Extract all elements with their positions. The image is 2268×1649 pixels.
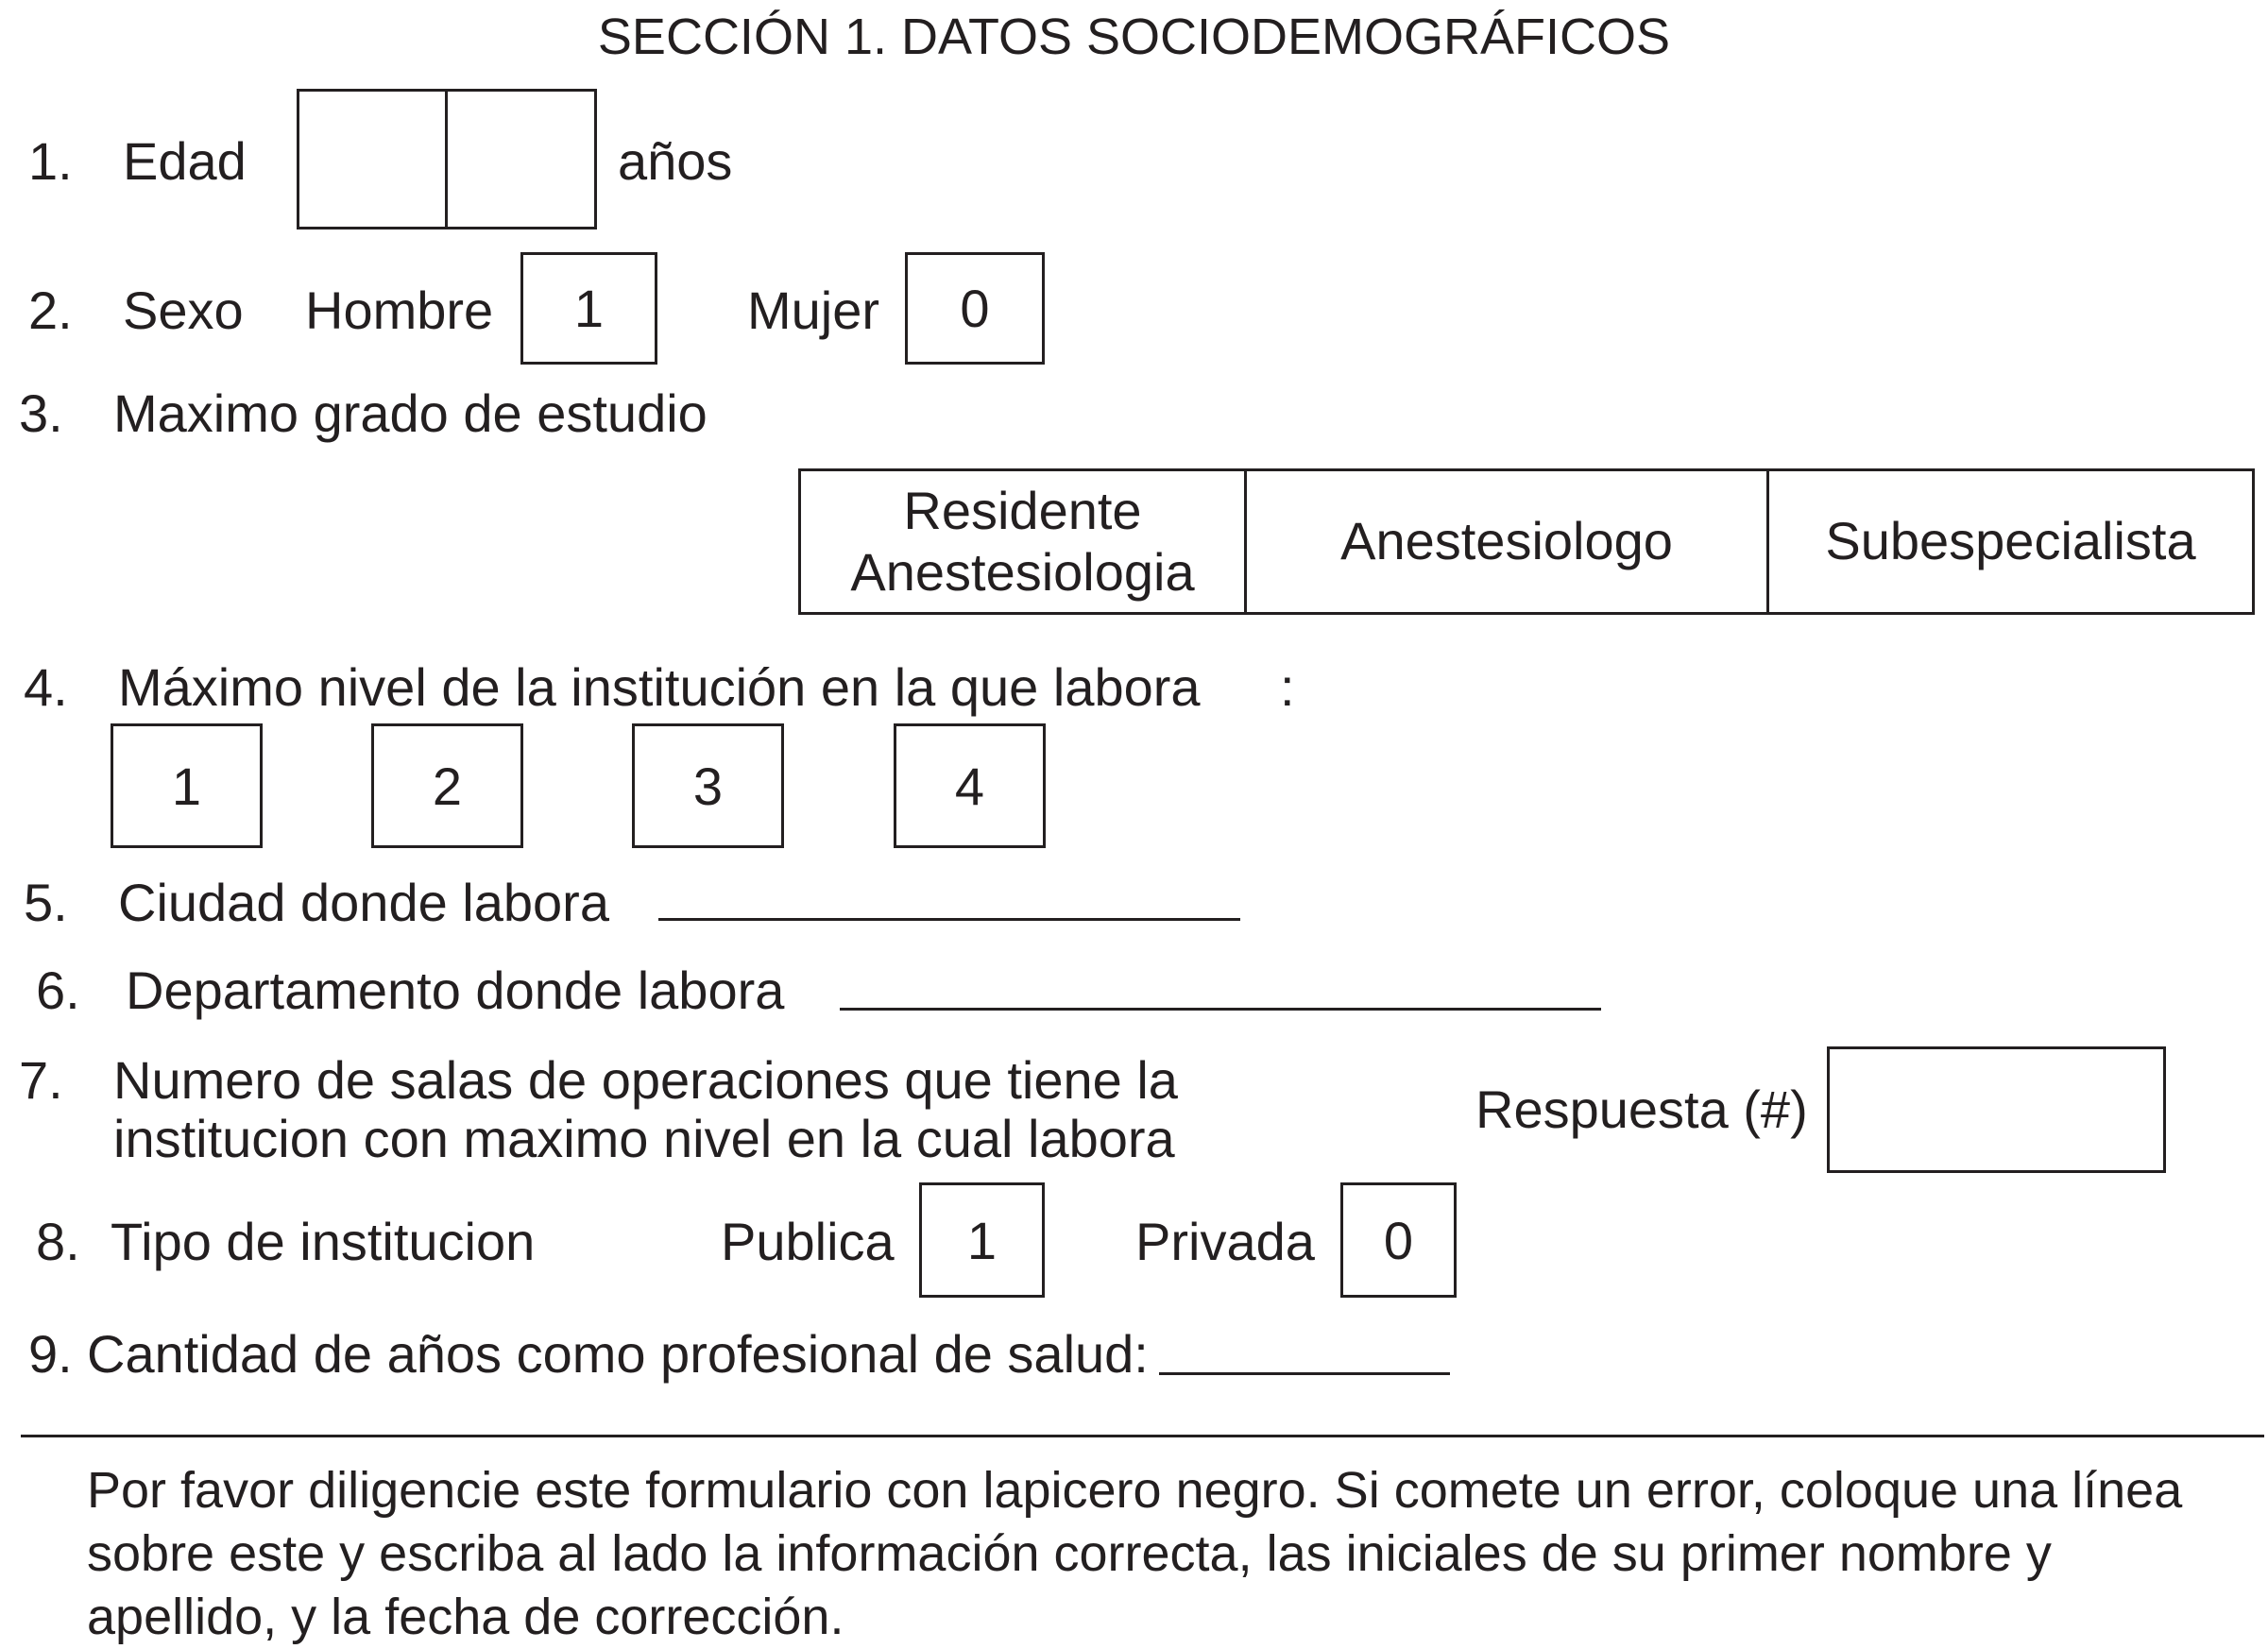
q4-label: Máximo nivel de la institución en la que…	[118, 657, 1201, 717]
department-input-line[interactable]	[840, 1008, 1601, 1011]
q2-male-label: Hombre	[305, 280, 494, 340]
q3-number: 3.	[19, 383, 63, 443]
level-3-label: 3	[692, 756, 724, 816]
q4-number: 4.	[24, 657, 68, 717]
level-2-label: 2	[432, 756, 463, 816]
age-digit-1-box[interactable]	[297, 89, 448, 230]
private-option-box[interactable]: 0	[1340, 1182, 1457, 1298]
female-code: 0	[960, 279, 990, 338]
public-option-box[interactable]: 1	[919, 1182, 1045, 1298]
level-1-label: 1	[171, 756, 202, 816]
q5-number: 5.	[24, 873, 68, 932]
resident-line-2: Anestesiologia	[850, 541, 1195, 602]
q7-number: 7.	[19, 1050, 63, 1110]
q9-label: Cantidad de años como profesional de sal…	[87, 1324, 1149, 1384]
q8-label: Tipo de institucion	[111, 1212, 536, 1271]
private-code: 0	[1383, 1210, 1414, 1270]
q2-label: Sexo	[123, 280, 244, 340]
male-option-box[interactable]: 1	[520, 252, 657, 365]
q8-public-label: Publica	[721, 1212, 895, 1271]
public-code: 1	[966, 1210, 998, 1270]
q6-label: Departamento donde labora	[126, 960, 785, 1020]
q7-answer-label: Respuesta (#)	[1475, 1080, 1808, 1139]
q8-number: 8.	[36, 1212, 80, 1271]
education-level-table: Residente Anestesiologia Anestesiologo S…	[798, 468, 2255, 615]
education-option-resident[interactable]: Residente Anestesiologia	[801, 471, 1247, 612]
institution-level-3-box[interactable]: 3	[632, 723, 784, 848]
education-option-anesthesiologist[interactable]: Anestesiologo	[1247, 471, 1769, 612]
q6-number: 6.	[36, 960, 80, 1020]
female-option-box[interactable]: 0	[905, 252, 1045, 365]
q1-label: Edad	[123, 131, 247, 191]
city-input-line[interactable]	[658, 918, 1240, 921]
resident-line-1: Residente	[903, 481, 1142, 541]
years-input-line[interactable]	[1159, 1372, 1450, 1375]
q2-number: 2.	[28, 280, 73, 340]
section-divider	[21, 1435, 2264, 1437]
instructions-text: Por favor diligencie este formulario con…	[87, 1462, 2183, 1645]
q8-private-label: Privada	[1135, 1212, 1315, 1271]
q4-colon: :	[1280, 657, 1295, 717]
operating-rooms-answer-box[interactable]	[1827, 1046, 2166, 1173]
male-code: 1	[573, 279, 605, 338]
subspecialist-label: Subespecialista	[1825, 511, 2196, 571]
q3-label: Maximo grado de estudio	[113, 383, 708, 443]
institution-level-2-box[interactable]: 2	[371, 723, 523, 848]
anesthesiologist-label: Anestesiologo	[1340, 511, 1673, 571]
education-option-subspecialist[interactable]: Subespecialista	[1769, 471, 2252, 612]
institution-level-4-box[interactable]: 4	[894, 723, 1046, 848]
q7-line-2: institucion con maximo nivel en la cual …	[113, 1109, 1175, 1168]
q1-number: 1.	[28, 131, 73, 191]
q9-number: 9.	[28, 1324, 73, 1384]
section-title: SECCIÓN 1. DATOS SOCIODEMOGRÁFICOS	[597, 8, 1671, 65]
q5-label: Ciudad donde labora	[118, 873, 609, 932]
institution-level-1-box[interactable]: 1	[111, 723, 263, 848]
q1-unit: años	[618, 131, 733, 191]
q7-line-1: Numero de salas de operaciones que tiene…	[113, 1050, 1178, 1110]
age-digit-2-box[interactable]	[445, 89, 597, 230]
q2-female-label: Mujer	[747, 280, 880, 340]
level-4-label: 4	[954, 756, 985, 816]
